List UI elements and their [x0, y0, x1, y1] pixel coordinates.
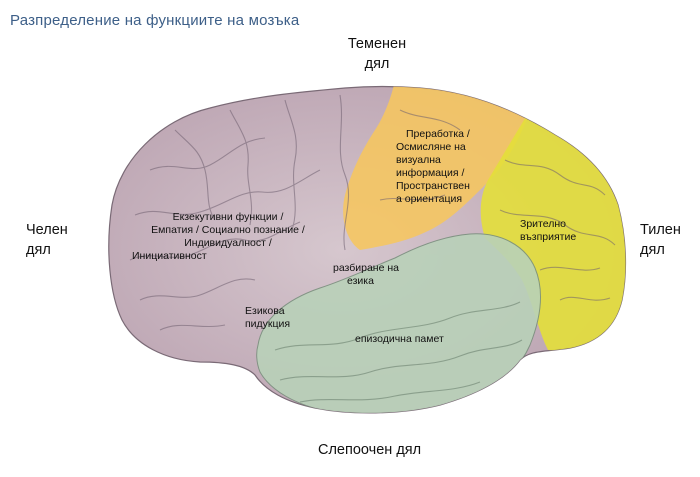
- parietal-lobe-label: Теменен дял: [347, 36, 407, 72]
- visual-perception-label: Зрително възприятие: [520, 218, 577, 243]
- occipital-lobe-label: Тилен дял: [640, 222, 681, 258]
- frontal-lobe-label: Челен дял: [26, 222, 68, 258]
- parietal-lobe-region: [343, 86, 530, 250]
- temporal-sulci: [274, 301, 523, 403]
- temporal-lobe-region: [256, 233, 541, 413]
- episodic-memory-label: епизодична памет: [355, 333, 444, 345]
- occipital-lobe-region: [480, 110, 626, 351]
- page-title: Разпределение на функциите на мозъка: [10, 12, 300, 29]
- executive-functions-label: Екзекутивни функции / Емпатия / Социално…: [132, 211, 305, 262]
- visual-processing-label: Преработка / Осмисляне на визуална инфор…: [396, 128, 470, 205]
- language-production-label: Езикова пидукция: [245, 305, 291, 330]
- brain-sulci: [129, 94, 616, 331]
- temporal-lobe-label: Слепоочен дял: [318, 442, 422, 458]
- language-comprehension-label: разбиране на езика: [332, 262, 399, 287]
